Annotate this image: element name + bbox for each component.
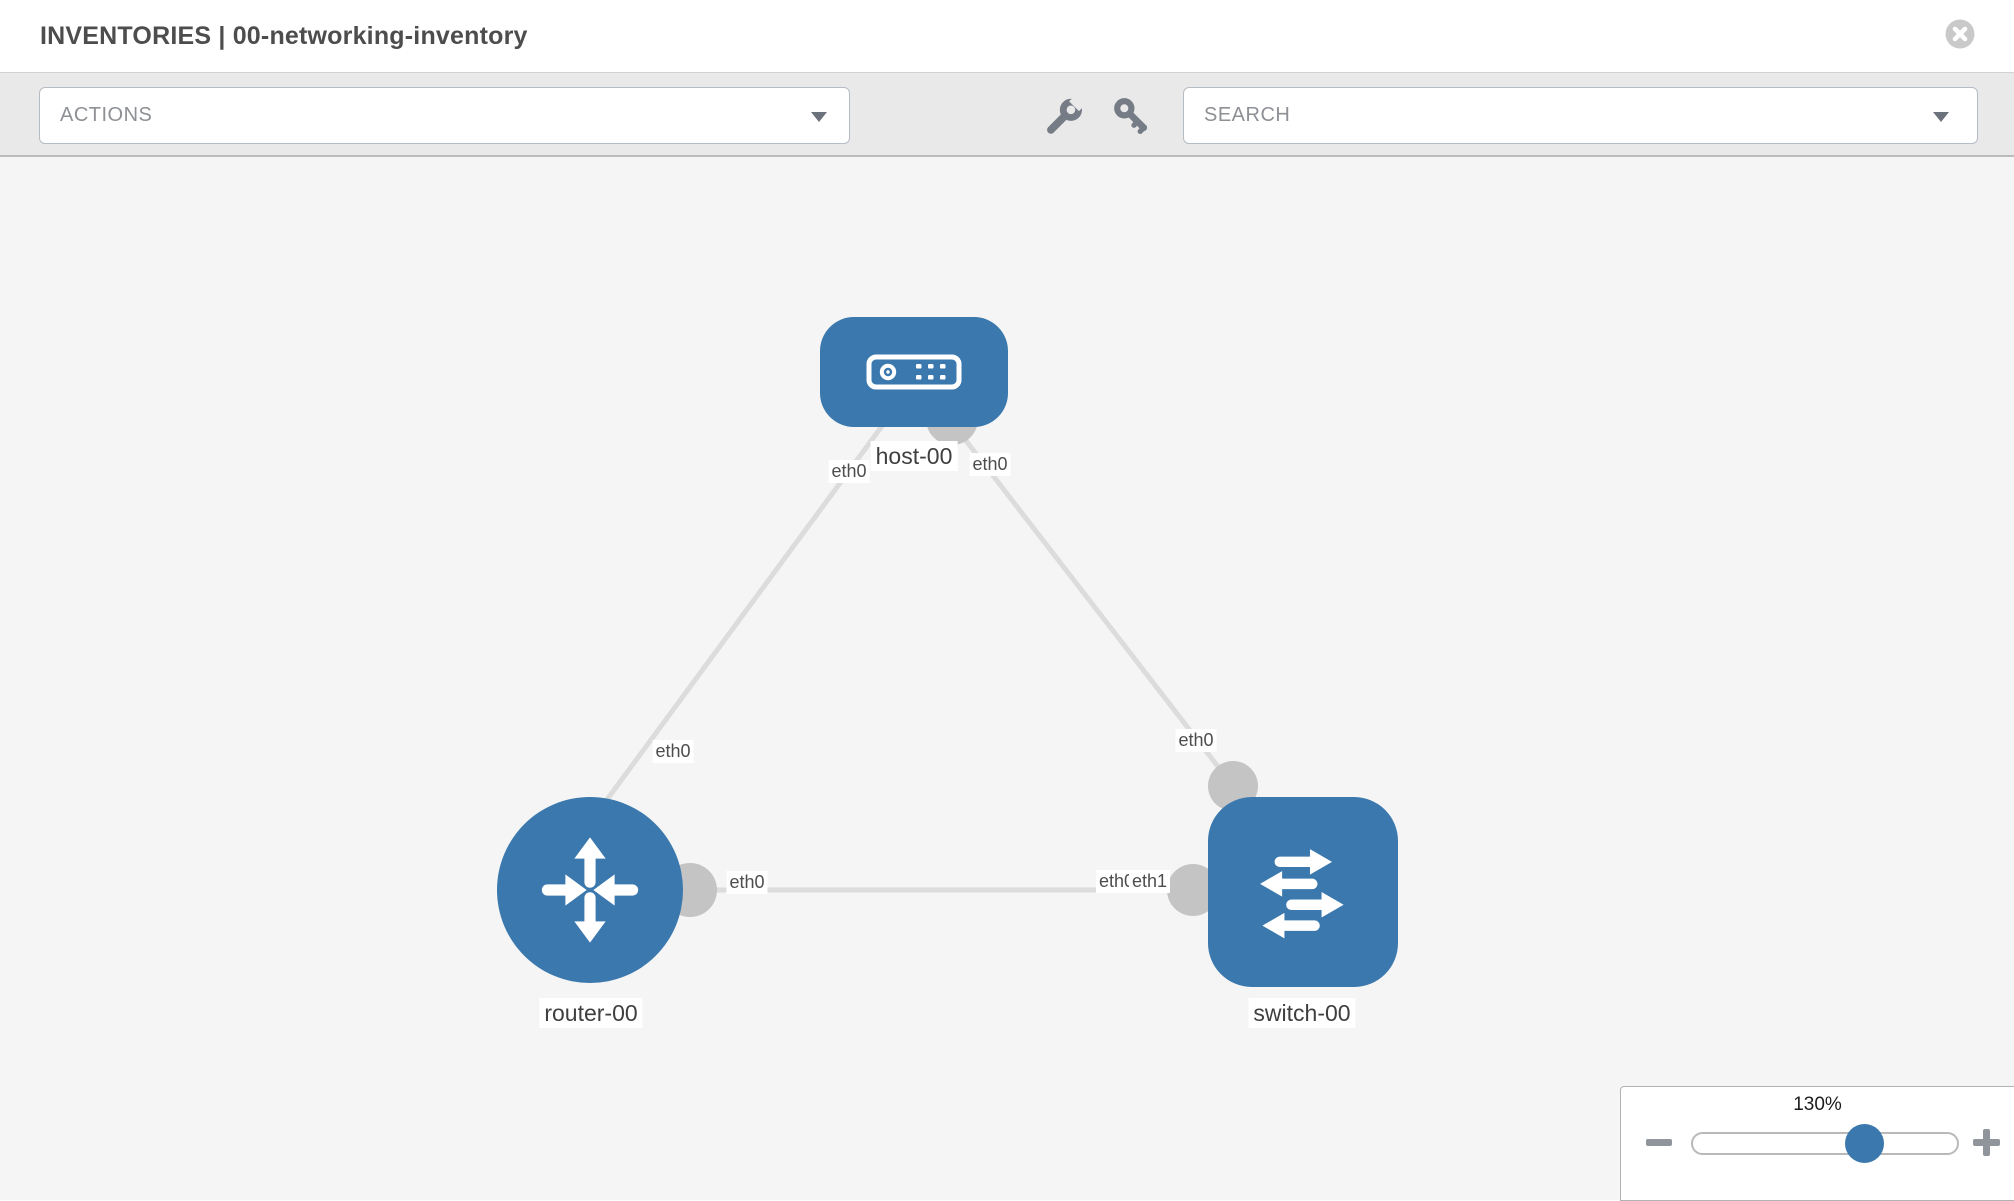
actions-dropdown-label: ACTIONS xyxy=(60,104,153,126)
switch-icon xyxy=(1260,849,1344,939)
wrench-icon xyxy=(1047,92,1088,134)
search-dropdown[interactable]: SEARCH xyxy=(1183,87,1978,144)
header: INVENTORIES | 00-networking-inventory xyxy=(0,0,2014,72)
interface-label-switch-top: eth0 xyxy=(1175,729,1217,752)
node-switch-00[interactable] xyxy=(1208,797,1398,987)
chevron-down-icon xyxy=(811,112,827,122)
interface-label-host-left: eth0 xyxy=(828,460,870,483)
interface-label-host-right: eth0 xyxy=(969,453,1011,476)
key-icon xyxy=(1114,98,1148,134)
interface-label-router-top: eth0 xyxy=(652,740,694,763)
configure-button[interactable] xyxy=(1044,92,1088,137)
zoom-slider-handle[interactable] xyxy=(1845,1124,1884,1163)
page-title: INVENTORIES | 00-networking-inventory xyxy=(40,22,528,50)
router-icon xyxy=(541,837,639,943)
zoom-control-panel: 130% xyxy=(1620,1086,2014,1201)
close-icon xyxy=(1945,19,1975,49)
link-host-router xyxy=(600,420,888,807)
node-router-00[interactable] xyxy=(497,797,683,983)
node-label-host: host-00 xyxy=(870,441,958,471)
zoom-level-value: 130% xyxy=(1793,1094,1842,1115)
search-placeholder: SEARCH xyxy=(1204,104,1291,126)
close-button[interactable] xyxy=(1945,19,1975,49)
plus-icon xyxy=(1983,1129,1990,1156)
links-layer xyxy=(600,393,1258,917)
node-host-00[interactable] xyxy=(820,317,1008,427)
zoom-out-button[interactable] xyxy=(1646,1139,1672,1146)
server-icon xyxy=(866,354,962,390)
interface-label-link-switch-end-front: eth1 xyxy=(1129,870,1171,893)
interface-label-link-switch-end-back: eth0 xyxy=(1096,870,1138,893)
link-host-switch xyxy=(948,418,1235,788)
zoom-in-button[interactable] xyxy=(1973,1129,2000,1156)
actions-dropdown[interactable]: ACTIONS xyxy=(39,87,850,144)
topology-canvas[interactable]: host-00 router-00 switch-00 eth0 eth0 et… xyxy=(0,157,2014,1200)
node-label-router: router-00 xyxy=(539,998,643,1028)
chevron-down-icon xyxy=(1933,112,1949,122)
node-label-switch: switch-00 xyxy=(1248,998,1356,1028)
toolbar: ACTIONS SEARCH xyxy=(0,72,2014,157)
credentials-button[interactable] xyxy=(1112,95,1152,137)
interface-label-link-router-end: eth0 xyxy=(726,871,768,894)
zoom-slider-track[interactable] xyxy=(1691,1132,1959,1155)
connector-switch-left xyxy=(1167,864,1219,916)
